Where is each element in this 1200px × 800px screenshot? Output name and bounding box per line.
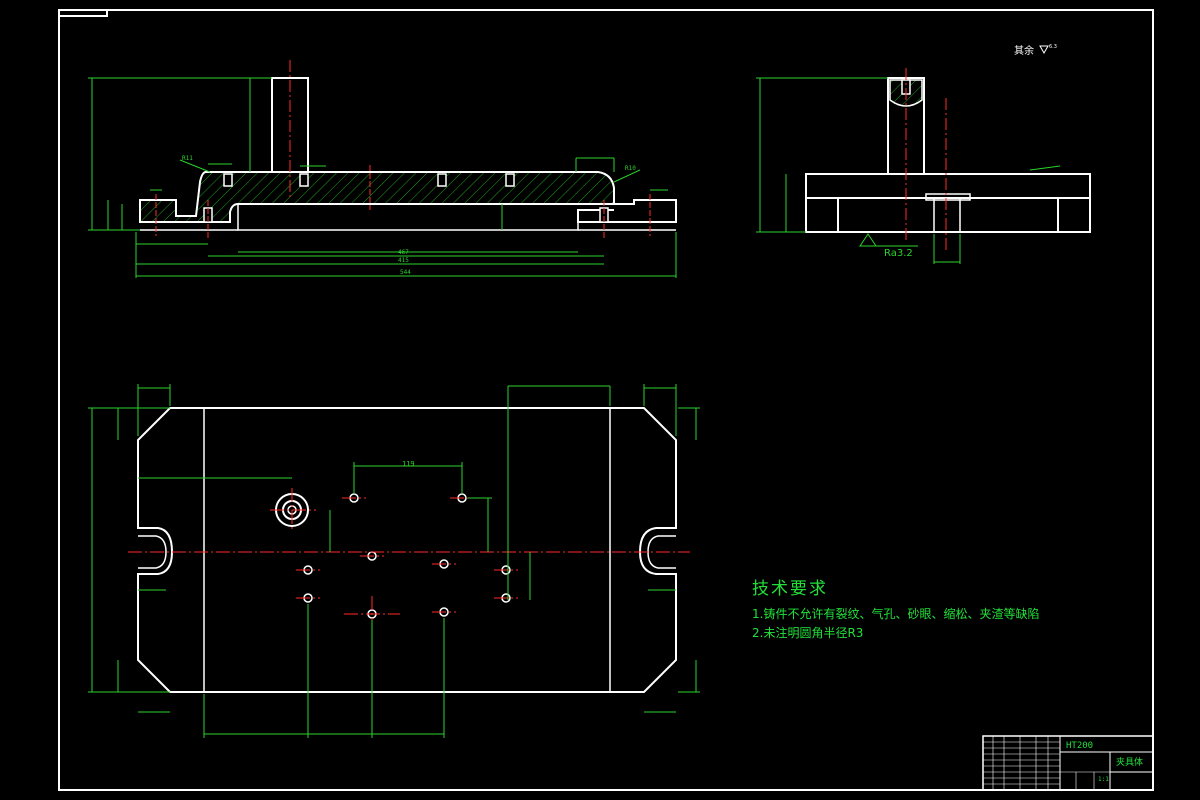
ra-label: Ra3.2 <box>884 248 913 259</box>
side-view: Ra3.2 <box>756 68 1091 264</box>
roughness-icon <box>1039 45 1049 55</box>
tech-req-item-1: 1.铸件不允许有裂纹、气孔、砂眼、缩松、夹渣等缺陷 <box>752 607 1040 621</box>
title-block-part-name: 夹具体 <box>1116 758 1144 768</box>
dim-r10: R10 <box>625 165 636 172</box>
technical-requirements: 技术要求 1.铸件不允许有裂纹、气孔、砂眼、缩松、夹渣等缺陷 2.未注明圆角半径… <box>752 574 1039 643</box>
front-bottom-recess <box>237 204 579 231</box>
tech-req-title: 技术要求 <box>752 579 828 599</box>
surface-note: 其余 6.3 <box>1014 44 1057 57</box>
frame-corner-tab <box>58 9 108 17</box>
rest-note: 其余 <box>1014 44 1034 57</box>
title-block-scale: 1:1 <box>1098 776 1109 783</box>
front-dimensions <box>88 77 677 278</box>
dim-half-length: 415 <box>398 257 409 264</box>
title-block <box>982 735 1154 791</box>
plan-holes <box>303 493 511 619</box>
front-section-hatched <box>139 171 615 223</box>
dim-slot-spacing: 119 <box>402 460 415 468</box>
plan-dimensions <box>88 384 700 738</box>
title-block-material: HT200 <box>1066 741 1094 751</box>
dim-total-length: 544 <box>400 269 411 276</box>
svg-text:6.3: 6.3 <box>1049 44 1057 50</box>
front-view: R11 R10 415 467 544 <box>88 60 677 278</box>
dim-inner-length: 467 <box>398 249 409 256</box>
sheet-frame <box>58 9 1154 791</box>
plan-outline <box>137 407 677 693</box>
plan-centerlines <box>128 488 690 632</box>
dim-r11: R11 <box>182 155 193 162</box>
plan-view: 119 <box>88 384 700 738</box>
tech-req-item-2: 2.未注明圆角半径R3 <box>752 626 864 640</box>
